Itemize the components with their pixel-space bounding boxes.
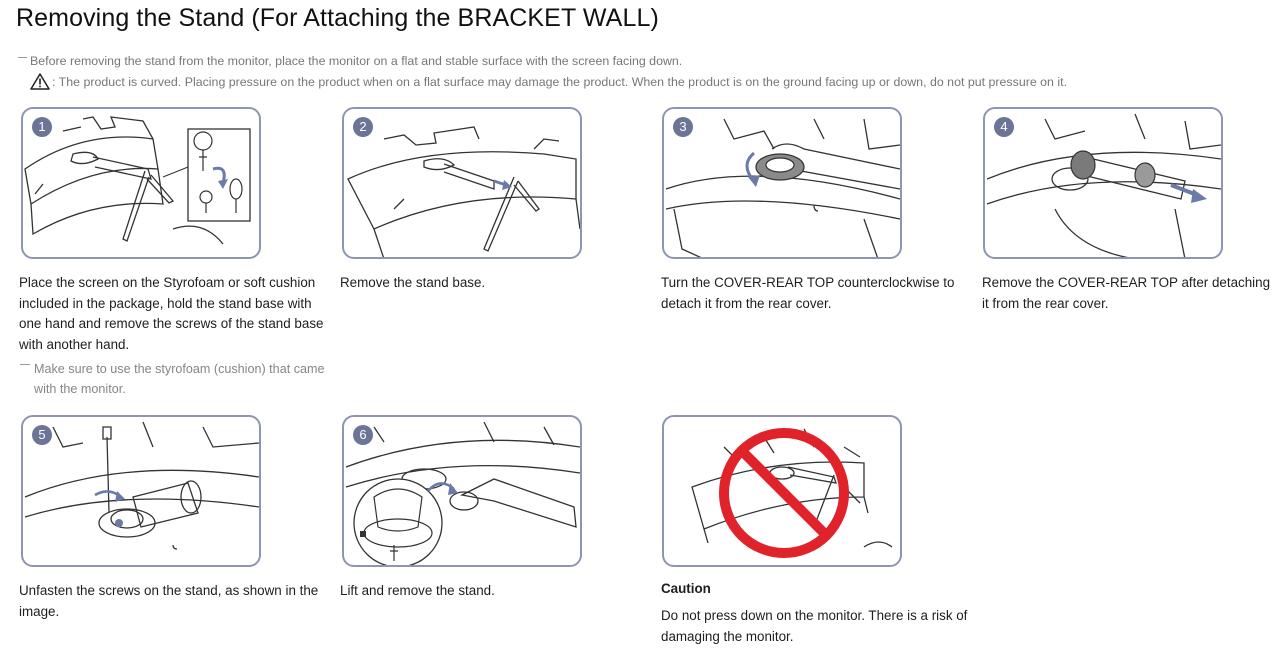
- unfasten-stand-screws-drawing: [24, 421, 259, 550]
- step-1-note: Make sure to use the styrofoam (cushion)…: [20, 359, 329, 399]
- remove-cover-rear-top-drawing: [986, 113, 1221, 257]
- step-2-illustration: 2: [342, 107, 582, 259]
- step-3-illustration: 3: [662, 107, 902, 259]
- stand-base-screws-drawing: [24, 116, 251, 245]
- step-2-text: Remove the stand base.: [340, 275, 486, 290]
- step-4-number-badge: 4: [994, 117, 1014, 137]
- caution-illustration: [662, 415, 902, 567]
- step-5-number-badge: 5: [32, 425, 52, 445]
- step-4-illustration: 4: [983, 107, 1223, 259]
- lift-remove-stand-drawing: [345, 421, 580, 565]
- step-6-illustration: 6: [342, 415, 582, 567]
- step-5-illustration: 5: [21, 415, 261, 567]
- step-4-text: Remove the COVER-REAR TOP after detachin…: [982, 275, 1271, 311]
- caution-text: Do not press down on the monitor. There …: [661, 608, 968, 644]
- step-6-number-badge: 6: [353, 425, 373, 445]
- step-3-number-badge: 3: [673, 117, 693, 137]
- no-pressure-drawing: [691, 428, 893, 558]
- turn-cover-rear-top-drawing: [665, 118, 900, 257]
- page-title: Removing the Stand (For Attaching the BR…: [16, 4, 659, 32]
- step-1-illustration: 1: [21, 107, 261, 259]
- step-3-text: Turn the COVER-REAR TOP counterclockwise…: [661, 275, 955, 311]
- caution-title: Caution: [661, 581, 711, 596]
- step-6-text: Lift and remove the stand.: [340, 583, 495, 598]
- warning-note: : The product is curved. Placing pressur…: [30, 73, 1067, 90]
- step-5-text: Unfasten the screws on the stand, as sho…: [19, 583, 319, 619]
- step-2-number-badge: 2: [353, 117, 373, 137]
- remove-stand-base-drawing: [347, 126, 580, 257]
- intro-note: Before removing the stand from the monit…: [18, 54, 682, 68]
- step-1-number-badge: 1: [32, 117, 52, 137]
- step-1-text: Place the screen on the Styrofoam or sof…: [19, 275, 324, 352]
- warning-triangle-icon: [30, 73, 50, 90]
